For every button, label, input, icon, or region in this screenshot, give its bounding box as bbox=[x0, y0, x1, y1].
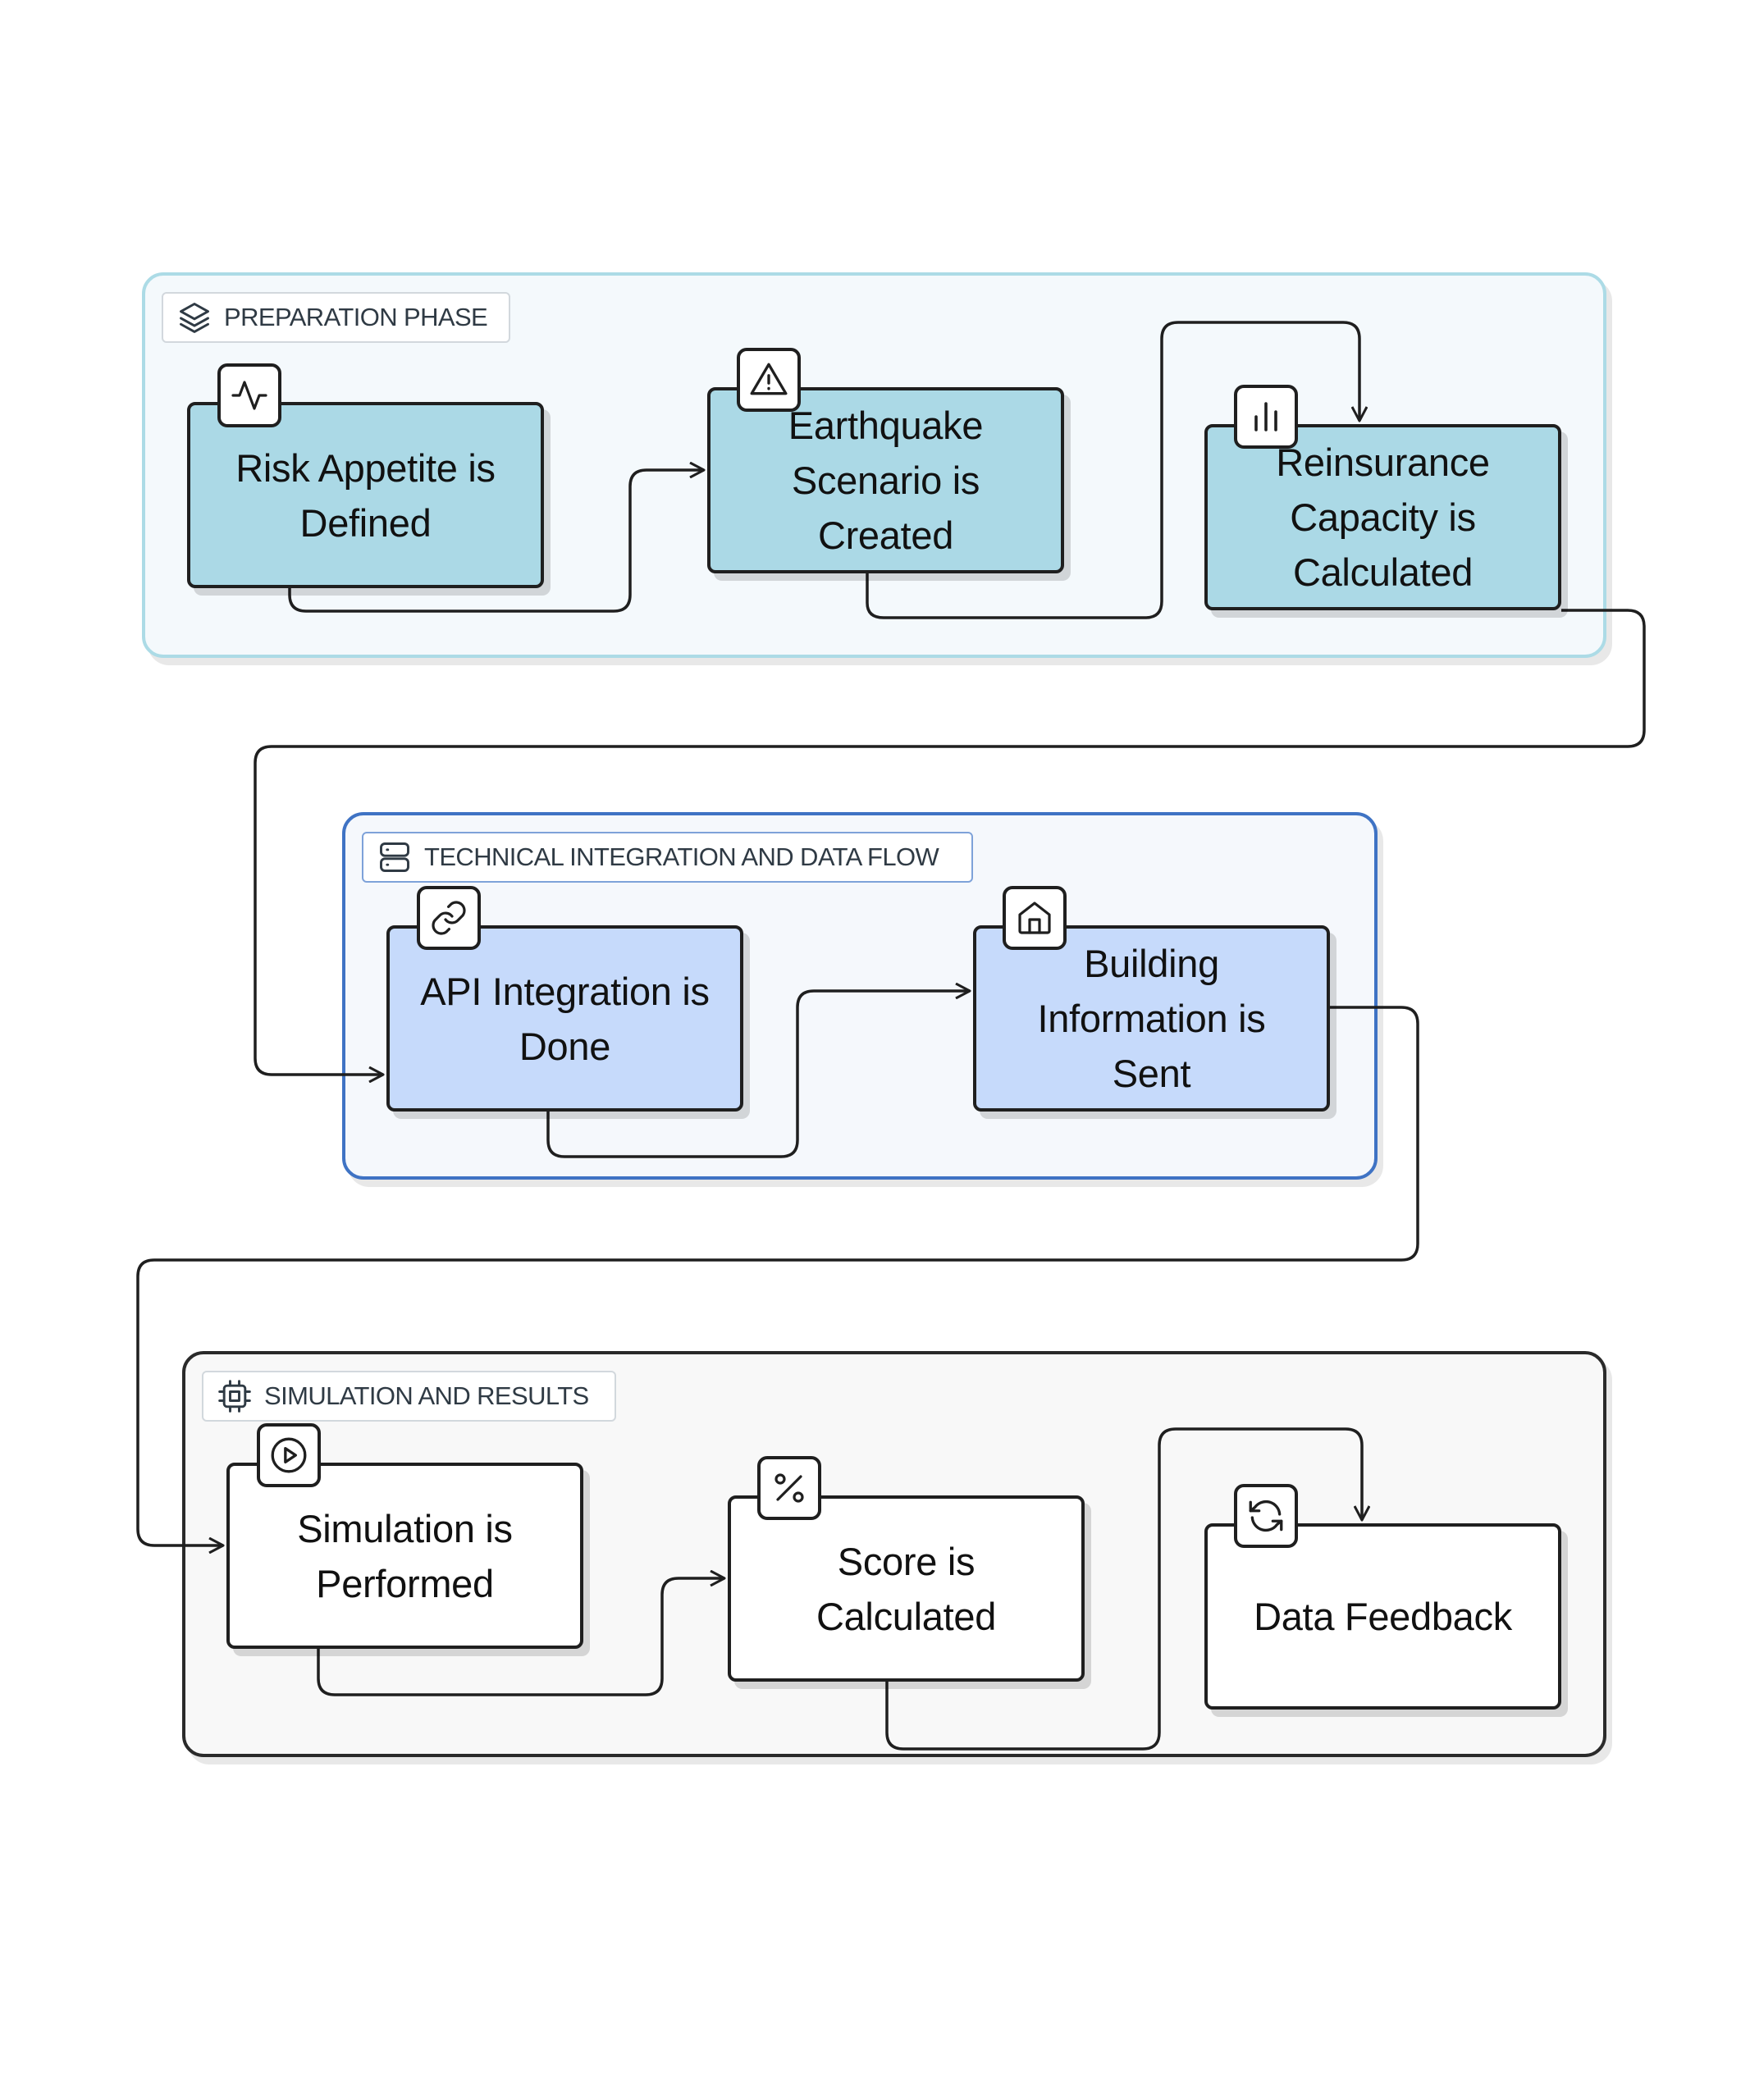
server-icon bbox=[380, 842, 409, 872]
node-earthquake-scenario[interactable]: Earthquake Scenario is Created bbox=[707, 387, 1064, 573]
activity-icon bbox=[217, 363, 281, 427]
node-label: Risk Appetite is Defined bbox=[235, 445, 496, 545]
node-risk-appetite[interactable]: Risk Appetite is Defined bbox=[187, 402, 544, 588]
bar-chart-icon bbox=[1234, 385, 1298, 449]
edge-reinsurance-to-api bbox=[254, 609, 1646, 1075]
link-icon bbox=[417, 886, 481, 950]
node-label: API Integration is Done bbox=[420, 969, 710, 1068]
layers-icon bbox=[180, 303, 209, 333]
node-reinsurance-capacity[interactable]: Reinsurance Capacity is Calculated bbox=[1204, 424, 1561, 610]
node-label: Reinsurance Capacity is Calculated bbox=[1276, 441, 1490, 594]
edge-risk-to-earthquake bbox=[288, 470, 704, 613]
group-label-text: SIMULATION AND RESULTS bbox=[264, 1381, 589, 1410]
group-label-technical: TECHNICAL INTEGRATION AND DATA FLOW bbox=[362, 832, 973, 883]
node-label: Data Feedback bbox=[1254, 1595, 1512, 1638]
node-api-integration[interactable]: API Integration is Done bbox=[386, 925, 743, 1112]
group-label-simulation: SIMULATION AND RESULTS bbox=[202, 1371, 616, 1422]
group-label-text: TECHNICAL INTEGRATION AND DATA FLOW bbox=[424, 842, 939, 871]
cpu-icon bbox=[218, 1380, 251, 1413]
percent-icon bbox=[757, 1456, 821, 1520]
alert-triangle-icon bbox=[737, 348, 801, 412]
edge-api-to-building bbox=[546, 991, 970, 1158]
group-label-preparation: PREPARATION PHASE bbox=[162, 292, 510, 343]
node-label: Building Information is Sent bbox=[1037, 942, 1266, 1095]
node-label: Score is Calculated bbox=[816, 1539, 997, 1638]
edge-earthquake-to-reinsurance bbox=[866, 321, 1359, 619]
group-label-text: PREPARATION PHASE bbox=[224, 303, 488, 331]
play-circle-icon bbox=[257, 1423, 321, 1487]
edge-score-to-feedback bbox=[885, 1427, 1362, 1751]
home-icon bbox=[1003, 886, 1067, 950]
refresh-icon bbox=[1234, 1484, 1298, 1548]
node-score[interactable]: Score is Calculated bbox=[728, 1495, 1085, 1682]
node-label: Simulation is Performed bbox=[297, 1506, 513, 1605]
node-data-feedback[interactable]: Data Feedback bbox=[1204, 1523, 1561, 1710]
node-label: Earthquake Scenario is Created bbox=[788, 404, 984, 557]
edge-simulation-to-score bbox=[317, 1578, 724, 1696]
node-simulation[interactable]: Simulation is Performed bbox=[226, 1463, 583, 1649]
node-building-information[interactable]: Building Information is Sent bbox=[973, 925, 1330, 1112]
edge-building-to-simulation bbox=[136, 1006, 1419, 1545]
